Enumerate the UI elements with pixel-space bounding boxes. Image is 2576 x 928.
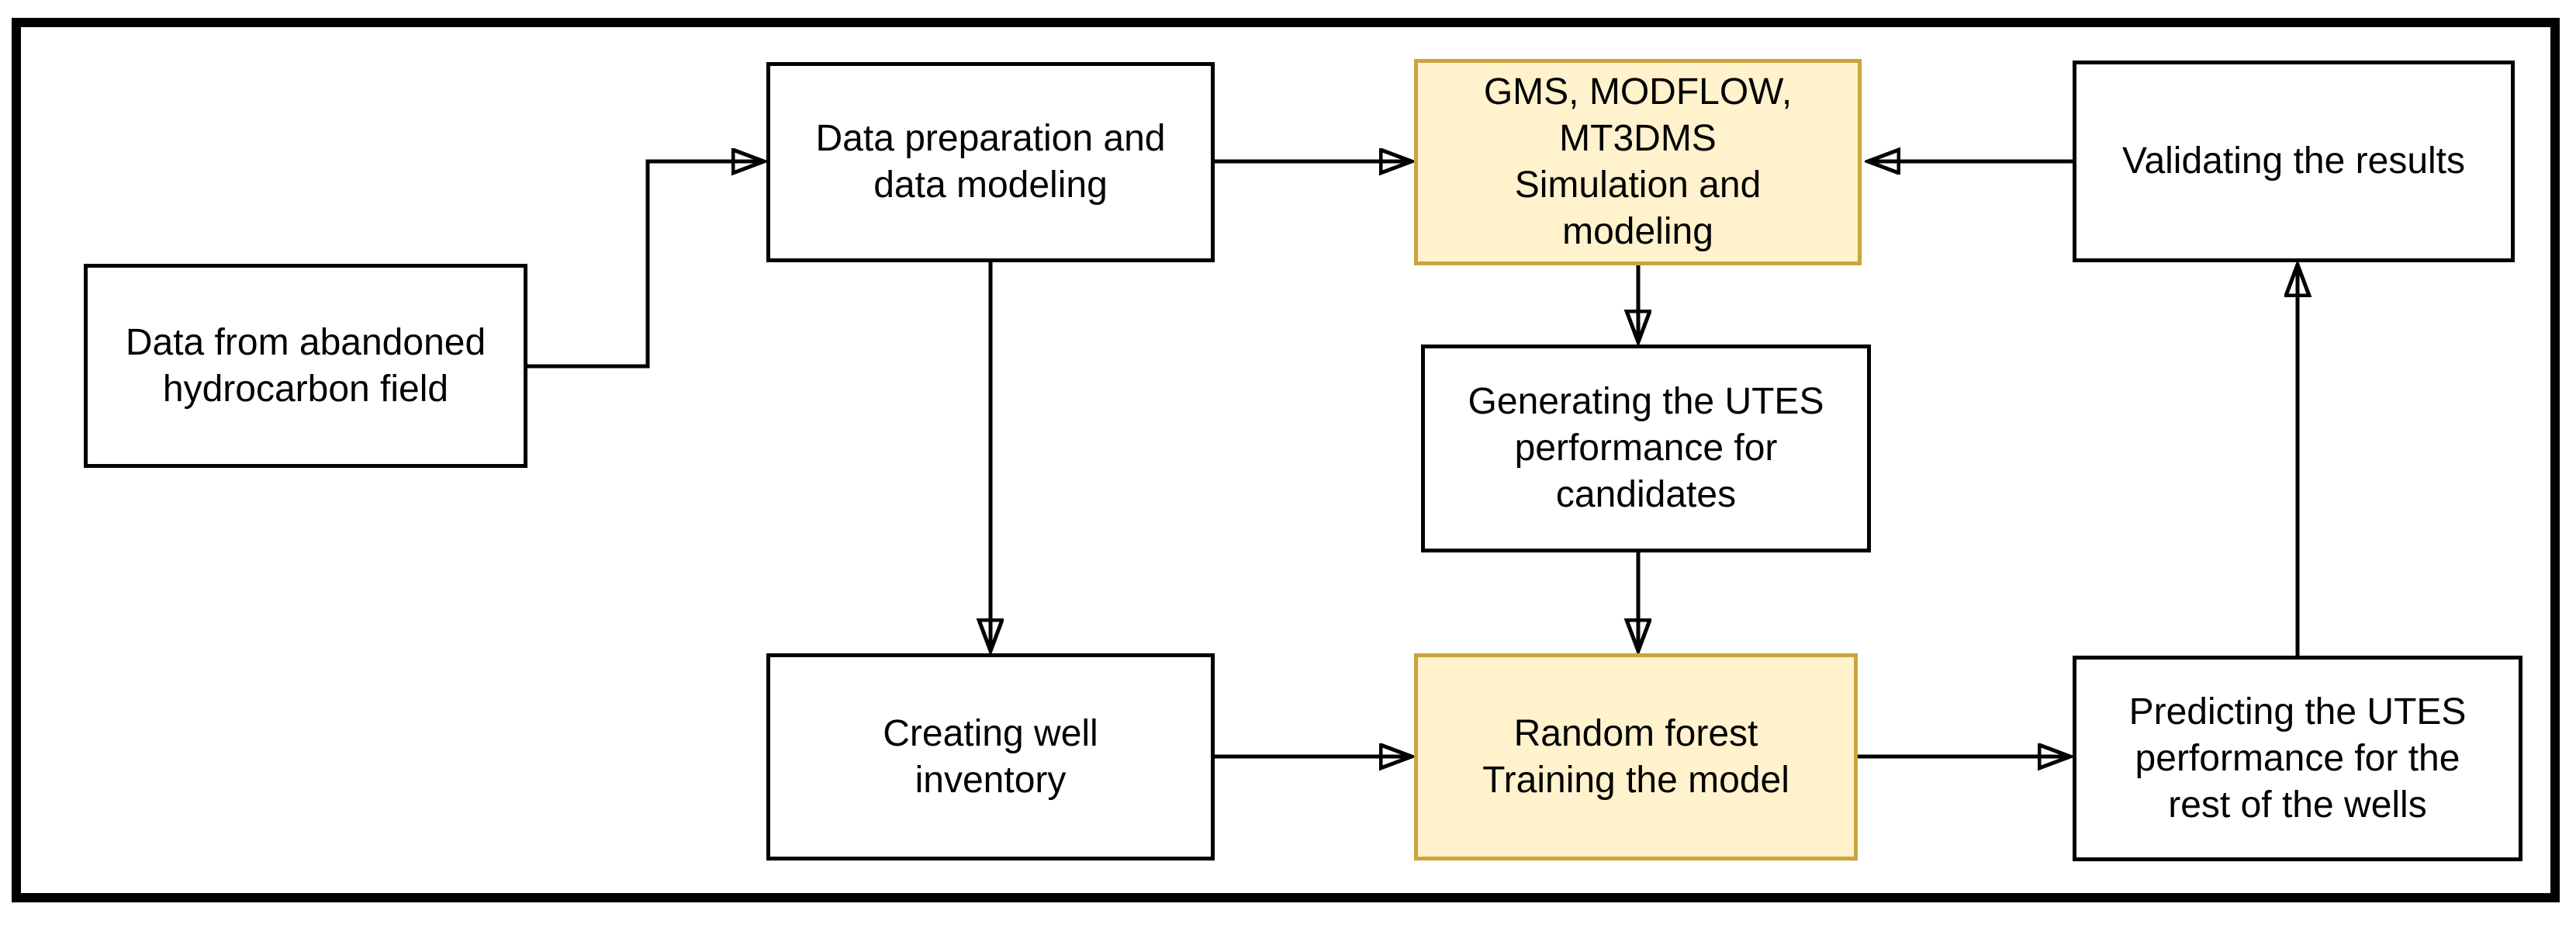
node-validating: Validating the results xyxy=(2073,61,2515,262)
node-well-inventory: Creating well inventory xyxy=(766,653,1215,860)
node-data-preparation-label: Data preparation and data modeling xyxy=(815,118,1166,206)
arrow-data-source-to-data-preparation xyxy=(527,161,764,369)
node-data-preparation: Data preparation and data modeling xyxy=(766,62,1215,262)
node-predicting-utes: Predicting the UTES performance for the … xyxy=(2073,656,2522,861)
node-data-source: Data from abandoned hydrocarbon field xyxy=(84,264,527,468)
node-predicting-utes-label: Predicting the UTES performance for the … xyxy=(2128,691,2467,826)
node-generating-utes: Generating the UTES performance for cand… xyxy=(1421,345,1871,552)
node-well-inventory-label: Creating well inventory xyxy=(883,712,1098,801)
node-random-forest: Random forest Training the model xyxy=(1414,653,1858,860)
node-validating-label: Validating the results xyxy=(2121,140,2466,182)
node-random-forest-label: Random forest Training the model xyxy=(1482,712,1789,801)
node-generating-utes-label: Generating the UTES performance for cand… xyxy=(1468,381,1824,515)
node-gms-simulation-label: GMS, MODFLOW, MT3DMS Simulation and mode… xyxy=(1483,71,1793,252)
node-gms-simulation: GMS, MODFLOW, MT3DMS Simulation and mode… xyxy=(1414,59,1862,265)
node-data-source-label: Data from abandoned hydrocarbon field xyxy=(125,321,486,410)
